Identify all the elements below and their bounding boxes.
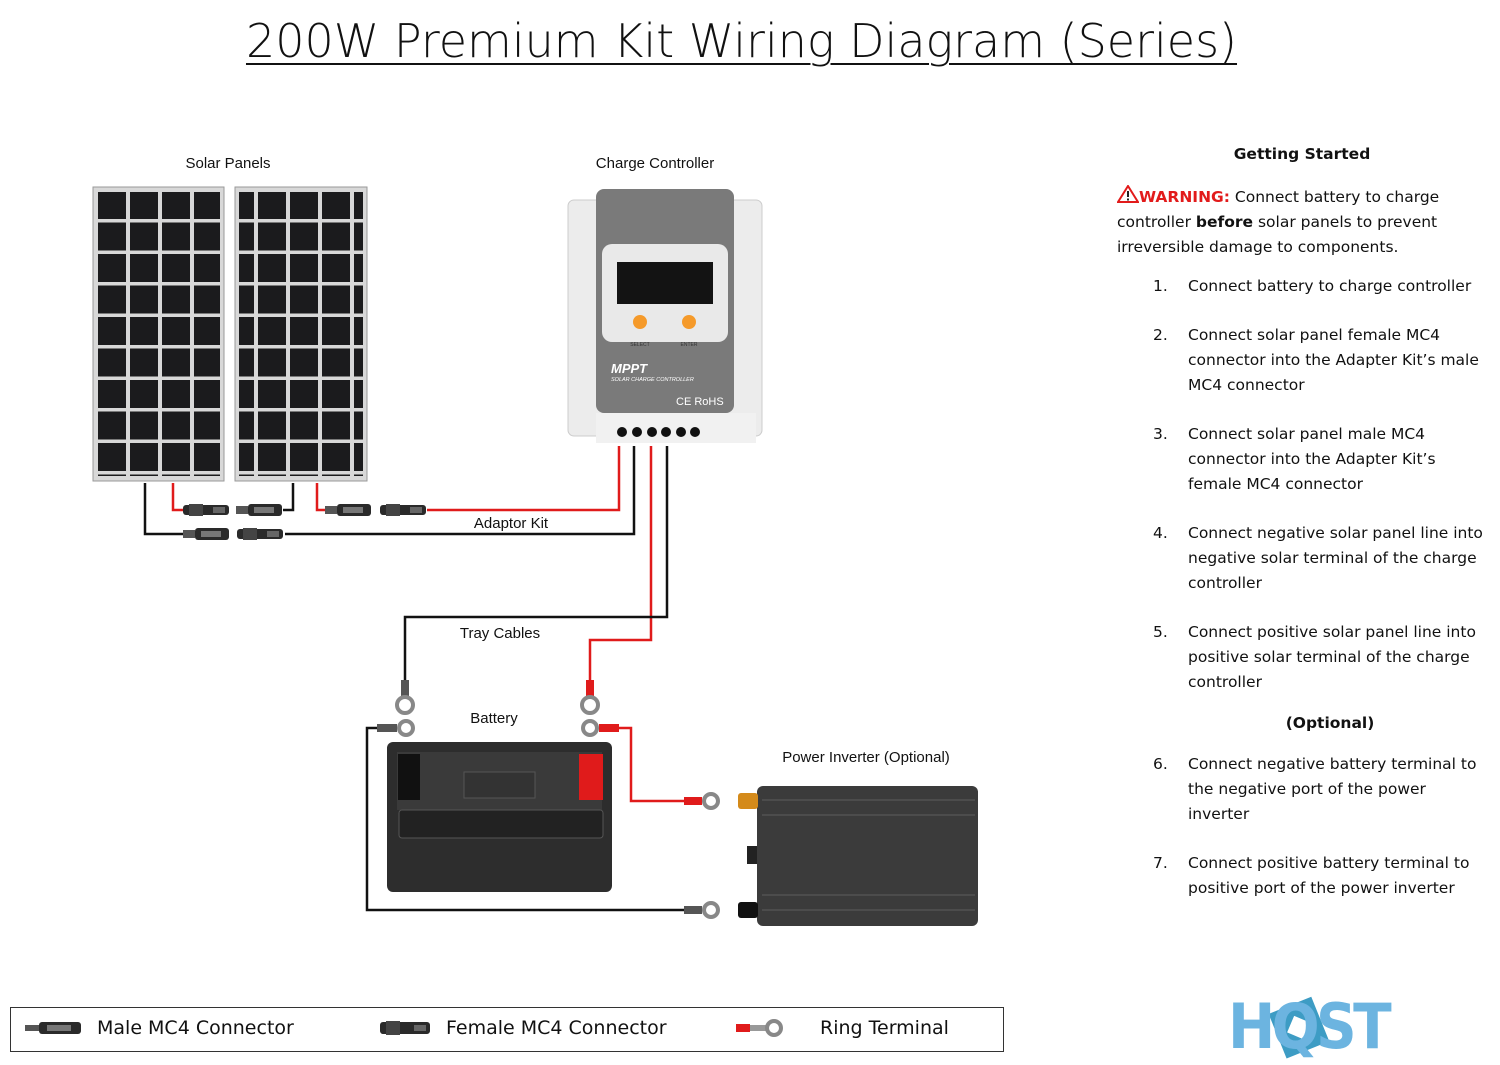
charge-controller: SELECT ENTER MPPT SOLAR CHARGE CONTROLLE… <box>567 189 763 443</box>
step-item: 3.Connect solar panel male MC4 connector… <box>1153 425 1436 493</box>
male-mc4-connector <box>325 504 371 516</box>
step-item: 2.Connect solar panel female MC4 connect… <box>1153 326 1479 394</box>
inverter-negative-port <box>738 902 758 918</box>
battery-label: Battery <box>470 710 518 727</box>
ring-terminal <box>684 901 720 919</box>
steps-list: 1.Connect battery to charge controller 2… <box>1117 274 1487 695</box>
female-mc4-connector <box>237 528 283 540</box>
power-inverter-label: Power Inverter (Optional) <box>782 749 950 766</box>
female-mc4-connector <box>380 504 426 516</box>
svg-text:ENTER: ENTER <box>681 342 698 348</box>
legend-ring-terminal: Ring Terminal <box>736 1017 949 1039</box>
inverter-positive-port <box>738 793 758 809</box>
warning-text: WARNING: Connect battery to charge contr… <box>1116 184 1487 260</box>
legend-female-mc4: Female MC4 Connector <box>380 1017 667 1039</box>
battery <box>387 742 612 892</box>
charge-controller-label: Charge Controller <box>595 155 715 172</box>
male-mc4-connector <box>236 504 282 516</box>
step-item: 7.Connect positive battery terminal to p… <box>1153 854 1470 897</box>
optional-heading: (Optional) <box>1285 714 1375 732</box>
optional-steps-list: 6.Connect negative battery terminal to t… <box>1117 752 1487 901</box>
solar-panel-1 <box>92 186 225 482</box>
svg-text:SOLAR CHARGE CONTROLLER: SOLAR CHARGE CONTROLLER <box>611 377 694 383</box>
wiring-diagram: SELECT ENTER MPPT SOLAR CHARGE CONTROLLE… <box>92 186 978 926</box>
step-item: 5.Connect positive solar panel line into… <box>1153 623 1476 691</box>
ring-terminal <box>581 719 619 737</box>
logo-square-mark <box>1268 996 1330 1059</box>
ring-terminal <box>580 680 600 715</box>
controller-brand: MPPT <box>611 361 648 376</box>
solar-wiring <box>143 446 636 536</box>
svg-text:SELECT: SELECT <box>630 342 649 348</box>
adaptor-kit-label: Adaptor Kit <box>473 515 549 532</box>
battery-negative-terminal <box>398 754 420 800</box>
step-item: 4.Connect negative solar panel line into… <box>1153 524 1483 592</box>
legend-male-mc4: Male MC4 Connector <box>25 1017 294 1039</box>
enter-button <box>682 315 696 329</box>
power-inverter <box>738 786 978 926</box>
instructions-panel: Getting Started WARNING: Connect battery… <box>1116 142 1487 925</box>
inverter-wiring <box>365 726 688 912</box>
step-item: 1.Connect battery to charge controller <box>1153 277 1472 295</box>
male-mc4-connector-icon <box>25 1022 81 1034</box>
female-mc4-connector-icon <box>380 1021 430 1035</box>
instructions-heading: Getting Started <box>1233 145 1371 163</box>
svg-text:CE RoHS: CE RoHS <box>676 396 724 408</box>
male-mc4-connector <box>183 528 229 540</box>
solar-panel-2 <box>234 186 368 482</box>
hqst-logo: HQST <box>1228 990 1395 1063</box>
battery-positive-terminal <box>579 754 603 800</box>
warning-icon <box>1116 184 1140 203</box>
ring-terminal <box>395 680 415 715</box>
logo-text: HQST <box>1228 990 1391 1063</box>
ring-terminal-icon <box>736 1019 783 1037</box>
select-button <box>633 315 647 329</box>
solar-panels-label: Solar Panels <box>185 155 271 172</box>
step-item: 6.Connect negative battery terminal to t… <box>1153 755 1477 823</box>
page-title: 200W Premium Kit Wiring Diagram (Series) <box>245 14 1238 68</box>
ring-terminal <box>377 719 415 737</box>
ring-terminal <box>684 792 720 810</box>
female-mc4-connector <box>183 504 229 516</box>
legend: Male MC4 Connector Female MC4 Connector … <box>10 1007 1004 1052</box>
tray-cables <box>403 446 669 682</box>
tray-cables-label: Tray Cables <box>459 625 541 642</box>
